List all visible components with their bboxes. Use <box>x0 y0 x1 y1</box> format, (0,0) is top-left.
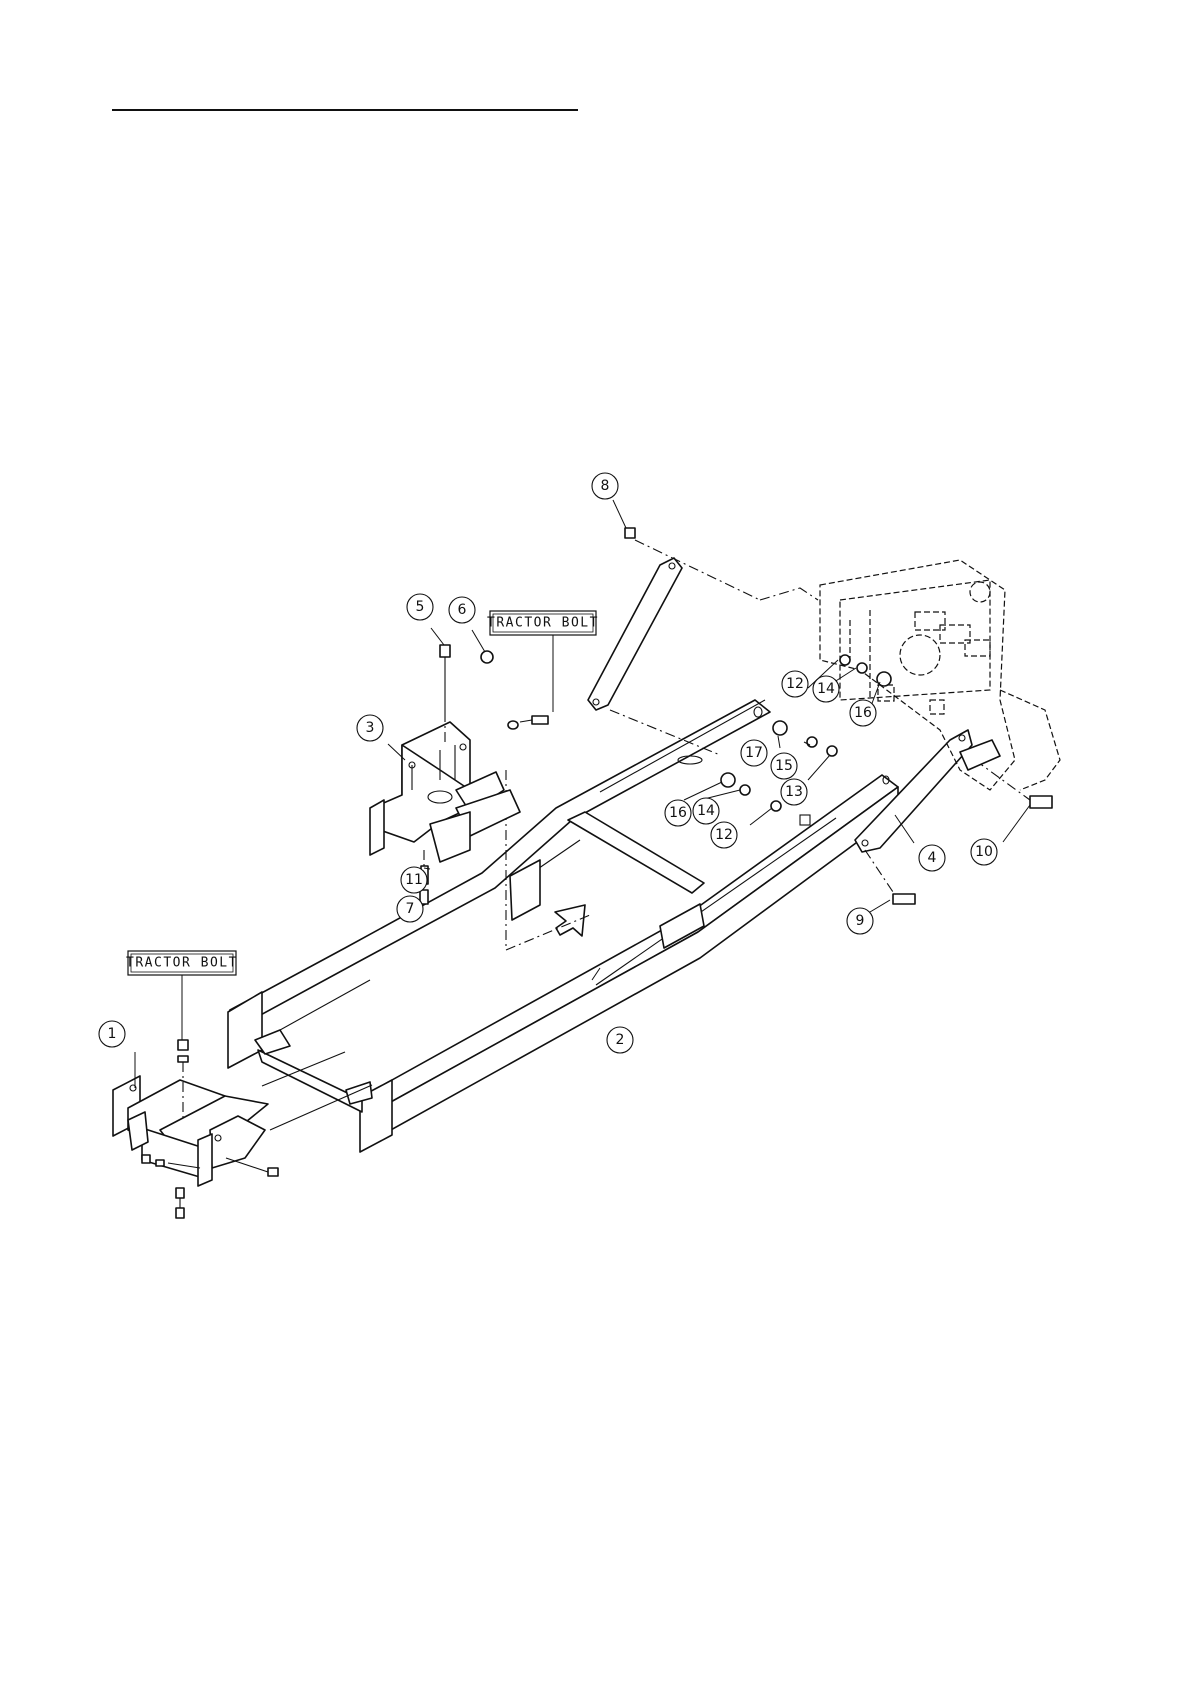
balloon-9: 9 <box>847 908 873 934</box>
balloon-7: 7 <box>397 896 423 922</box>
balloon-16-lower: 16 <box>665 800 691 826</box>
balloon-4: 4 <box>919 845 945 871</box>
balloon-12-lower: 12 <box>711 822 737 848</box>
svg-text:10: 10 <box>975 844 993 860</box>
balloon-5: 5 <box>407 594 433 620</box>
callout-text: TRACTOR BOLT <box>126 956 238 971</box>
svg-text:2: 2 <box>616 1032 625 1048</box>
balloon-15: 15 <box>771 753 797 779</box>
mounting-plate <box>370 722 520 862</box>
svg-text:7: 7 <box>406 901 415 917</box>
svg-text:5: 5 <box>416 599 425 615</box>
balloon-11: 11 <box>401 867 427 893</box>
balloon-8: 8 <box>592 473 618 499</box>
callout-text: TRACTOR BOLT <box>487 616 599 631</box>
svg-text:12: 12 <box>786 676 804 692</box>
svg-text:3: 3 <box>366 720 375 736</box>
balloon-10: 10 <box>971 839 997 865</box>
balloon-16-upper: 16 <box>850 700 876 726</box>
balloon-2: 2 <box>607 1027 633 1053</box>
svg-text:17: 17 <box>745 745 763 761</box>
svg-text:16: 16 <box>854 705 872 721</box>
svg-text:1: 1 <box>108 1026 117 1042</box>
svg-text:13: 13 <box>785 784 803 800</box>
balloon-6: 6 <box>449 597 475 623</box>
balloon-1: 1 <box>99 1021 125 1047</box>
balloon-3: 3 <box>357 715 383 741</box>
callout-tractor-bolt-upper: TRACTOR BOLT <box>487 611 599 635</box>
svg-text:14: 14 <box>697 803 715 819</box>
balloon-12-upper: 12 <box>782 671 808 697</box>
svg-text:6: 6 <box>458 602 467 618</box>
lower-link <box>855 730 1052 904</box>
balloon-17: 17 <box>741 740 767 766</box>
upper-link <box>588 528 818 755</box>
svg-text:14: 14 <box>817 681 835 697</box>
svg-text:11: 11 <box>405 872 423 888</box>
svg-text:16: 16 <box>669 805 687 821</box>
front-bracket <box>113 1052 372 1186</box>
balloon-13: 13 <box>781 779 807 805</box>
callout-tractor-bolt-lower: TRACTOR BOLT <box>126 951 238 975</box>
svg-text:12: 12 <box>715 827 733 843</box>
svg-text:4: 4 <box>928 850 937 866</box>
svg-text:9: 9 <box>856 913 865 929</box>
balloon-14-lower: 14 <box>693 798 719 824</box>
balloon-14-upper: 14 <box>813 676 839 702</box>
svg-text:15: 15 <box>775 758 793 774</box>
svg-text:8: 8 <box>601 478 610 494</box>
